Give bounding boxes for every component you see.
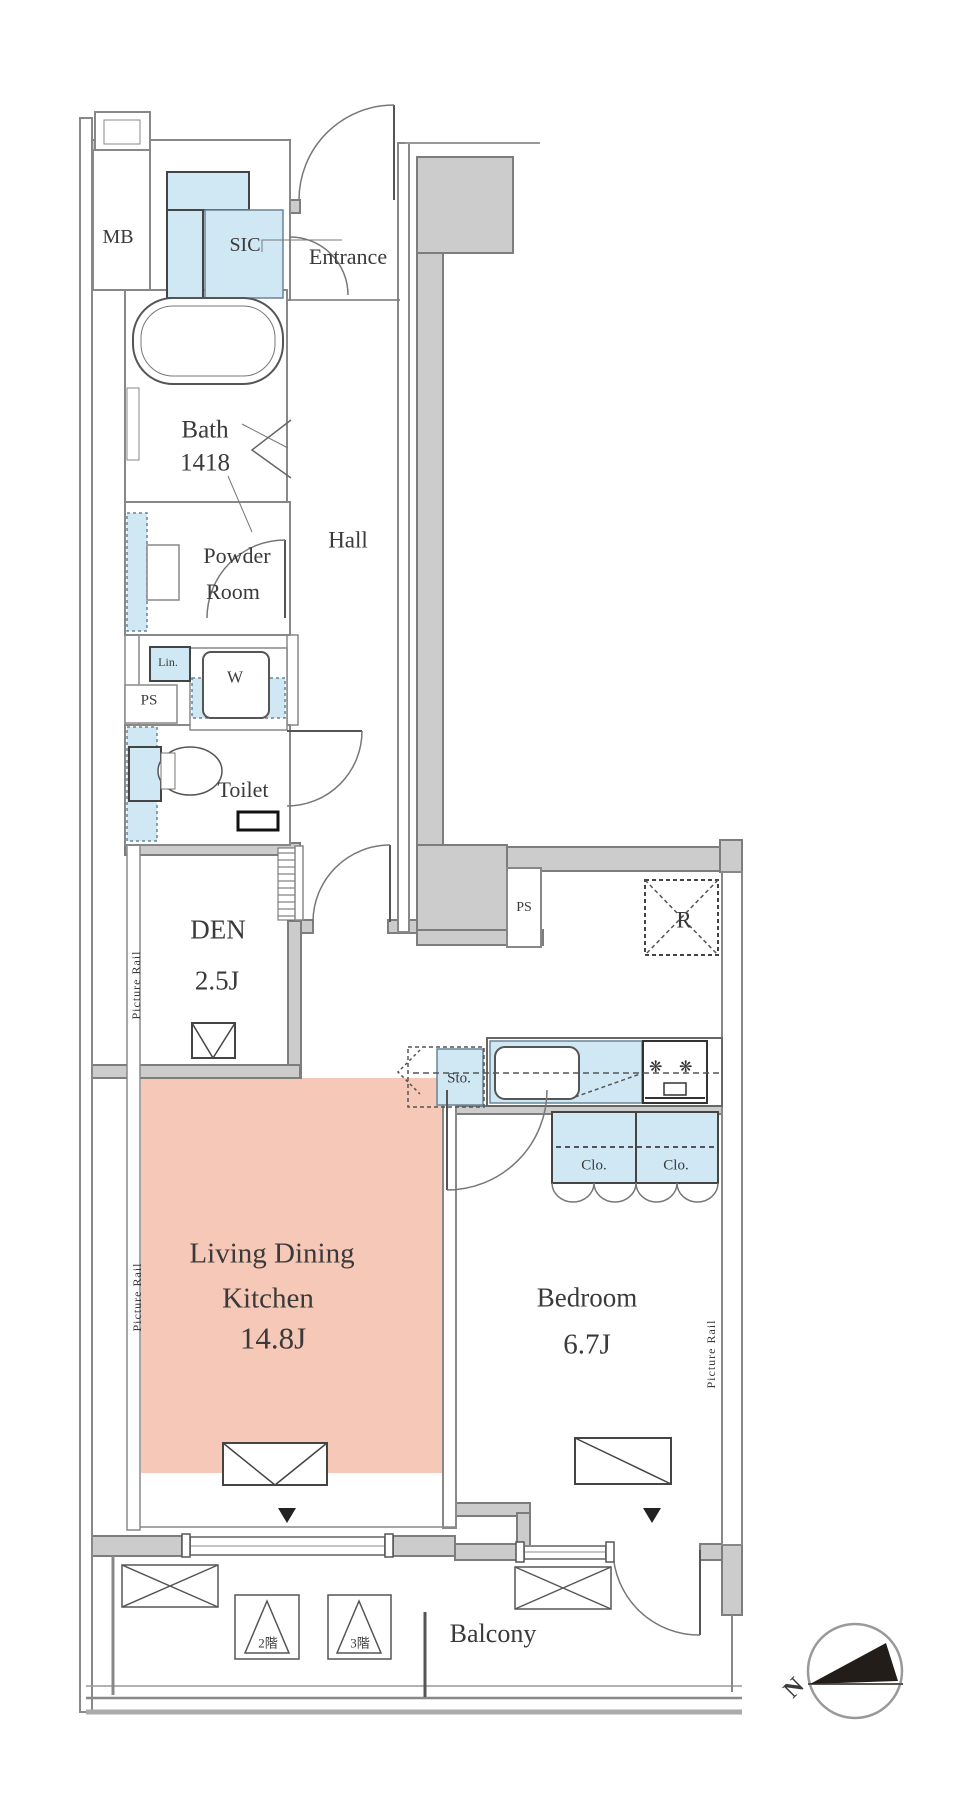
- sic-shelf-right: [204, 209, 284, 299]
- leader-lines: [227, 142, 540, 533]
- toilet-door: [286, 730, 363, 807]
- stove: [642, 1040, 708, 1104]
- label-hatch-3f: 3階: [350, 1635, 370, 1651]
- entrance-door: [298, 104, 395, 201]
- sic-shelf-top: [166, 171, 250, 211]
- label-bedroom: Bedroom: [536, 1282, 638, 1313]
- sic-door-arc: [289, 236, 349, 296]
- label-powder-2: Room: [206, 579, 260, 604]
- bath-counter: [126, 387, 140, 461]
- label-hall: Hall: [328, 527, 368, 553]
- washing-machine: [202, 651, 270, 719]
- label-toilet: Toilet: [217, 777, 269, 802]
- storage-box: [407, 1046, 485, 1108]
- label-picture-rail-bedroom: Picture Rail: [704, 1319, 718, 1389]
- powder-door: [206, 539, 286, 619]
- label-hatch-2f: 2階: [258, 1635, 278, 1651]
- label-ldk-size: 14.8J: [239, 1320, 307, 1356]
- windows: [140, 1526, 615, 1563]
- label-ldk-1: Living Dining: [189, 1237, 355, 1270]
- vanity-basin: [146, 544, 180, 601]
- label-bath-size: 1418: [180, 449, 230, 477]
- label-entrance: Entrance: [308, 244, 388, 269]
- balcony-door: [612, 1550, 701, 1636]
- label-picture-rail-ldk: Picture Rail: [130, 1262, 144, 1332]
- toilet-remote: [236, 810, 280, 832]
- label-ldk-2: Kitchen: [222, 1282, 314, 1315]
- balcony-elements: [86, 1556, 742, 1715]
- ldk-door: [312, 844, 391, 923]
- kitchen-counter: [486, 1037, 723, 1107]
- label-closet-left: Clo.: [581, 1157, 607, 1174]
- linen-shelf: [149, 646, 191, 682]
- label-den: DEN: [190, 914, 246, 945]
- bathtub-inner: [140, 305, 276, 377]
- burner-icon: ❋: [679, 1059, 692, 1076]
- burner-icon: ❋: [649, 1059, 662, 1076]
- vanity-counter: [126, 512, 148, 632]
- stove-grill: [663, 1082, 687, 1096]
- toilet-tank: [128, 746, 162, 802]
- compass-icon: [806, 1622, 904, 1720]
- marker-triangles: [278, 1508, 661, 1523]
- label-fridge: R: [676, 907, 692, 933]
- label-powder-1: Powder: [203, 543, 271, 568]
- cabinet-symbols: [191, 1022, 672, 1486]
- evac-hatch-2f: [234, 1594, 300, 1660]
- label-picture-rail-den: Picture Rail: [129, 950, 143, 1020]
- label-bedroom-size: 6.7J: [563, 1328, 611, 1361]
- label-storage: Sto.: [447, 1070, 471, 1087]
- closet-folding-doors: [551, 1182, 719, 1203]
- ldk-floor: [141, 1078, 443, 1473]
- den-cabinet: [191, 1022, 236, 1059]
- storage-fill: [436, 1048, 484, 1106]
- toilet-seat: [160, 752, 176, 790]
- label-ps-kitchen: PS: [516, 900, 532, 915]
- fridge-cross: [644, 879, 719, 956]
- doors: [206, 104, 719, 1636]
- label-closet-right: Clo.: [663, 1157, 689, 1174]
- label-bath: Bath: [181, 416, 229, 444]
- label-linen: Lin.: [158, 655, 178, 669]
- bedroom-door: [446, 1089, 548, 1191]
- dashed-symbols: [396, 879, 720, 1148]
- label-ps-left: PS: [140, 692, 158, 709]
- den-partition: [277, 845, 304, 921]
- bath-folding-door: [250, 419, 292, 479]
- ldk-cabinet: [222, 1442, 328, 1486]
- label-den-size: 2.5J: [194, 965, 240, 996]
- label-balcony: Balcony: [449, 1619, 537, 1648]
- bathtub: [132, 297, 284, 385]
- sic-shelf-left: [166, 209, 204, 299]
- label-mb: MB: [102, 226, 134, 248]
- hollow-walls: [79, 111, 743, 1713]
- room-fills: [141, 1078, 443, 1473]
- label-washer: W: [226, 667, 244, 687]
- storage-chevron: [396, 1049, 421, 1095]
- label-sic: SIC: [229, 234, 261, 256]
